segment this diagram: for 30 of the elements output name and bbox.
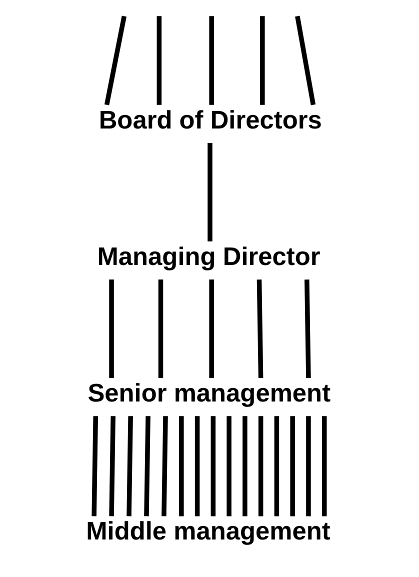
node-text: Managing Director: [96, 242, 320, 271]
connector: [274, 416, 279, 516]
connector: [178, 416, 184, 516]
connector: [226, 416, 231, 516]
connector: [161, 416, 168, 516]
connector: [194, 416, 200, 516]
connector: [260, 16, 264, 105]
connector: [242, 416, 247, 516]
connector: [108, 416, 115, 516]
connector: [321, 416, 326, 516]
connector: [158, 280, 163, 378]
connector: [306, 416, 310, 516]
connector: [256, 280, 263, 378]
node-text: Middle management: [86, 518, 330, 546]
connector: [156, 16, 162, 105]
connector: [144, 416, 150, 516]
connector: [304, 280, 310, 378]
connector: [208, 280, 214, 378]
connector: [208, 16, 214, 105]
node-text: Board of Directors: [98, 106, 322, 134]
connector: [290, 416, 294, 516]
node-text: Senior management: [87, 380, 330, 408]
connector: [108, 280, 114, 378]
connector: [294, 16, 316, 106]
connector: [210, 416, 216, 516]
connector: [207, 142, 212, 242]
connector: [104, 16, 126, 106]
connector: [258, 416, 263, 516]
connector: [126, 416, 132, 516]
connector: [91, 416, 98, 516]
